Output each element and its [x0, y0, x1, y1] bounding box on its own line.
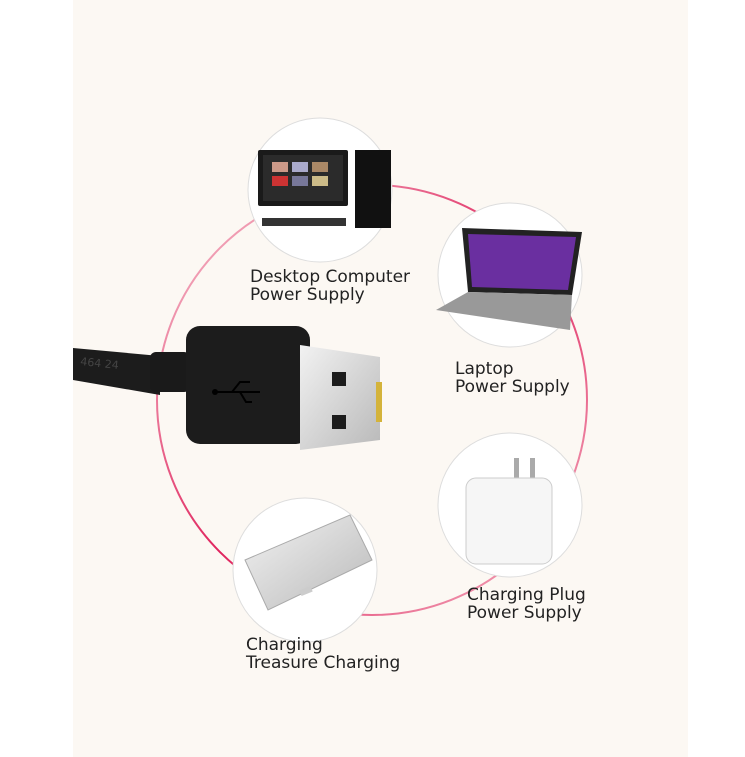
- label-line: Treasure Charging: [246, 653, 401, 673]
- desktop-label: Desktop Computer Power Supply: [250, 268, 410, 304]
- power-bank-icon: [232, 497, 378, 643]
- cable-print: 464 24: [80, 355, 120, 372]
- charging-plug-label: Charging Plug Power Supply: [467, 586, 586, 622]
- laptop-icon: [436, 202, 583, 348]
- power-bank-label: Charging Treasure Charging: [246, 636, 400, 672]
- label-line: Desktop Computer: [250, 267, 411, 287]
- label-line: Power Supply: [467, 603, 582, 623]
- charging-plug-icon: [437, 432, 583, 578]
- label-line: Power Supply: [250, 285, 365, 305]
- label-line: Charging: [246, 635, 323, 655]
- label-line: Laptop: [455, 359, 514, 379]
- desktop-computer-icon: [247, 117, 393, 263]
- laptop-label: Laptop Power Supply: [455, 360, 570, 396]
- usb-connector-icon: 464 24: [73, 326, 382, 450]
- label-line: Power Supply: [455, 377, 570, 397]
- label-line: Charging Plug: [467, 585, 586, 605]
